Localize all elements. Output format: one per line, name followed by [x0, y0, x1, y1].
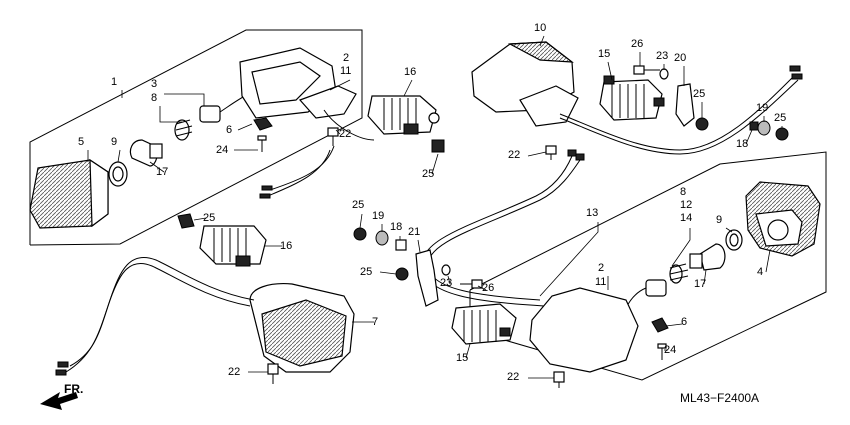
bulb-17-left [129, 139, 163, 167]
relay-16-lower [199, 225, 267, 267]
part-ref-label: 9 [716, 214, 723, 226]
ring-9-left [108, 161, 128, 187]
diagram-code: ML43−F2400A [680, 391, 760, 405]
grommet-19-mid [375, 230, 389, 246]
front-direction-arrow [40, 392, 78, 410]
clip-6-upper [253, 117, 273, 131]
part-ref-label: 15 [598, 48, 611, 60]
part-ref-label: 2 [343, 52, 350, 64]
wire-13 [421, 149, 585, 307]
signal-10 [471, 41, 803, 155]
part-ref-label: 3 [151, 78, 158, 90]
part-ref-label: 11 [595, 276, 607, 288]
part-ref-label: 5 [78, 136, 85, 148]
part-ref-label: 16 [280, 240, 293, 252]
part-ref-label: 7 [372, 316, 379, 328]
part-ref-label: 1 [111, 76, 118, 88]
washer-23-upper [659, 68, 669, 80]
part-ref-label: 25 [422, 168, 435, 180]
relay-15-upper [599, 75, 665, 121]
part-ref-label: 8 [151, 92, 158, 104]
bolt-26-upper [633, 65, 660, 75]
signal-7 [249, 283, 355, 373]
part-ref-label: 17 [156, 166, 169, 178]
wire-upper-left [259, 145, 335, 199]
part-ref-label: 25 [203, 212, 216, 224]
part-ref-label: 22 [228, 366, 241, 378]
part-ref-label: 6 [681, 316, 688, 328]
ring-9-right [725, 229, 743, 251]
bracket-21 [415, 249, 439, 307]
part-ref-label: 25 [693, 88, 706, 100]
relay-16-upper [367, 95, 440, 135]
nut-25-mid [353, 227, 367, 241]
part-ref-label: 24 [216, 144, 229, 156]
part-ref-label: 26 [482, 282, 495, 294]
relay-15-lower [451, 303, 517, 345]
nut-25-mid-lower [395, 267, 409, 281]
screw-24-lower [657, 343, 667, 360]
part-ref-label: 14 [680, 212, 693, 224]
part-ref-label: 22 [339, 128, 352, 140]
part-ref-label: 19 [372, 210, 385, 222]
part-ref-label: 24 [664, 344, 677, 356]
part-ref-label: 2 [598, 262, 605, 274]
part-ref-label: 20 [674, 52, 687, 64]
part-ref-label: 25 [352, 199, 365, 211]
bulb-17-right [689, 243, 726, 271]
part-ref-label: 6 [226, 124, 233, 136]
socket-left [174, 91, 253, 141]
lens-5 [29, 158, 109, 229]
leader-lines [87, 35, 783, 379]
part-ref-label: 12 [680, 199, 693, 211]
clip-6-lower [651, 317, 669, 333]
housing-2-upper [239, 47, 375, 141]
part-ref-label: 26 [631, 38, 644, 50]
nut-25-right-upper [695, 117, 709, 131]
part-ref-label: 17 [694, 278, 707, 290]
part-ref-label: 11 [340, 65, 352, 77]
washer-23-mid [441, 264, 451, 276]
part-ref-label: 22 [508, 149, 521, 161]
bolt-22-lower-right [553, 371, 565, 388]
collar-18-mid [395, 239, 407, 251]
screw-24-upper [257, 135, 267, 152]
bracket-20 [675, 83, 695, 127]
wire-lower-left [55, 256, 255, 376]
part-ref-label: 23 [656, 50, 669, 62]
part-ref-label: 18 [390, 221, 403, 233]
part-ref-label: 10 [534, 22, 547, 34]
bolt-22-lower-left [267, 363, 279, 384]
part-ref-label: 19 [756, 102, 769, 114]
housing-2-lower [529, 287, 639, 373]
part-ref-label: 15 [456, 352, 469, 364]
part-ref-label: 18 [736, 138, 749, 150]
part-ref-label: 8 [680, 186, 687, 198]
part-ref-label: 25 [774, 112, 787, 124]
lens-4 [745, 181, 821, 257]
part-ref-label: 25 [360, 266, 373, 278]
nut-25-mid-left [177, 213, 195, 229]
socket-right [625, 263, 689, 309]
part-ref-label: 16 [404, 66, 417, 78]
bolt-22-mid [545, 145, 557, 160]
nut-25-upper [431, 139, 445, 153]
bolt-26-mid [460, 279, 483, 289]
front-direction-label: FR. [64, 382, 84, 396]
part-ref-label: 13 [586, 207, 599, 219]
part-ref-label: 21 [408, 226, 421, 238]
part-ref-label: 22 [507, 371, 520, 383]
part-ref-label: 4 [757, 266, 764, 278]
part-ref-label: 9 [111, 136, 118, 148]
front-left-assembly-frame [29, 29, 363, 246]
part-ref-label: 23 [440, 277, 453, 289]
